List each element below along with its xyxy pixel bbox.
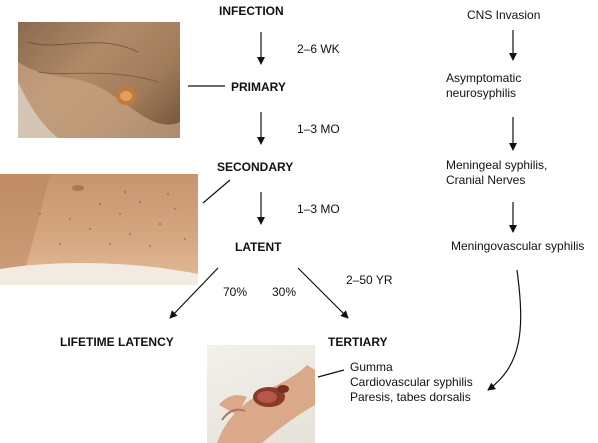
interval-primary-secondary: 1–3 MO [297, 122, 340, 136]
tertiary-gumma-photo [207, 345, 315, 443]
stage-infection: INFECTION [219, 4, 284, 18]
interval-infection-primary: 2–6 WK [297, 42, 340, 56]
connector-tertiary-photo [317, 369, 345, 378]
cns-asymptomatic-line1: Asymptomatic [446, 71, 522, 85]
arrow-latent-to-lifetime-latency [169, 267, 219, 319]
secondary-rash-photo [0, 174, 198, 285]
connector-secondary-photo [202, 179, 231, 204]
stage-tertiary: TERTIARY [328, 335, 388, 349]
cns-meningovascular: Meningovascular syphilis [451, 239, 585, 253]
arrow-latent-to-tertiary [297, 267, 349, 319]
percent-lifetime-latency: 70% [223, 285, 248, 299]
tertiary-cardiovascular: Cardiovascular syphilis [350, 375, 473, 389]
interval-latent-tertiary: 2–50 YR [346, 273, 393, 287]
percent-tertiary: 30% [272, 285, 297, 299]
stage-lifetime-latency: LIFETIME LATENCY [60, 335, 174, 349]
arrow-meningovascular-to-tertiary [487, 269, 522, 391]
tertiary-paresis: Paresis, tabes dorsalis [350, 390, 471, 404]
interval-secondary-latent: 1–3 MO [297, 202, 340, 216]
cns-invasion: CNS Invasion [467, 8, 541, 22]
stage-secondary: SECONDARY [217, 160, 294, 174]
cns-meningeal-line1: Meningeal syphilis, [446, 158, 548, 172]
cns-asymptomatic-line2: neurosyphilis [446, 86, 517, 100]
stage-primary: PRIMARY [231, 80, 286, 94]
stage-latent: LATENT [235, 240, 282, 254]
cns-meningeal-line2: Cranial Nerves [446, 173, 526, 187]
primary-chancre-photo [18, 22, 180, 138]
tertiary-gumma: Gumma [350, 360, 393, 374]
